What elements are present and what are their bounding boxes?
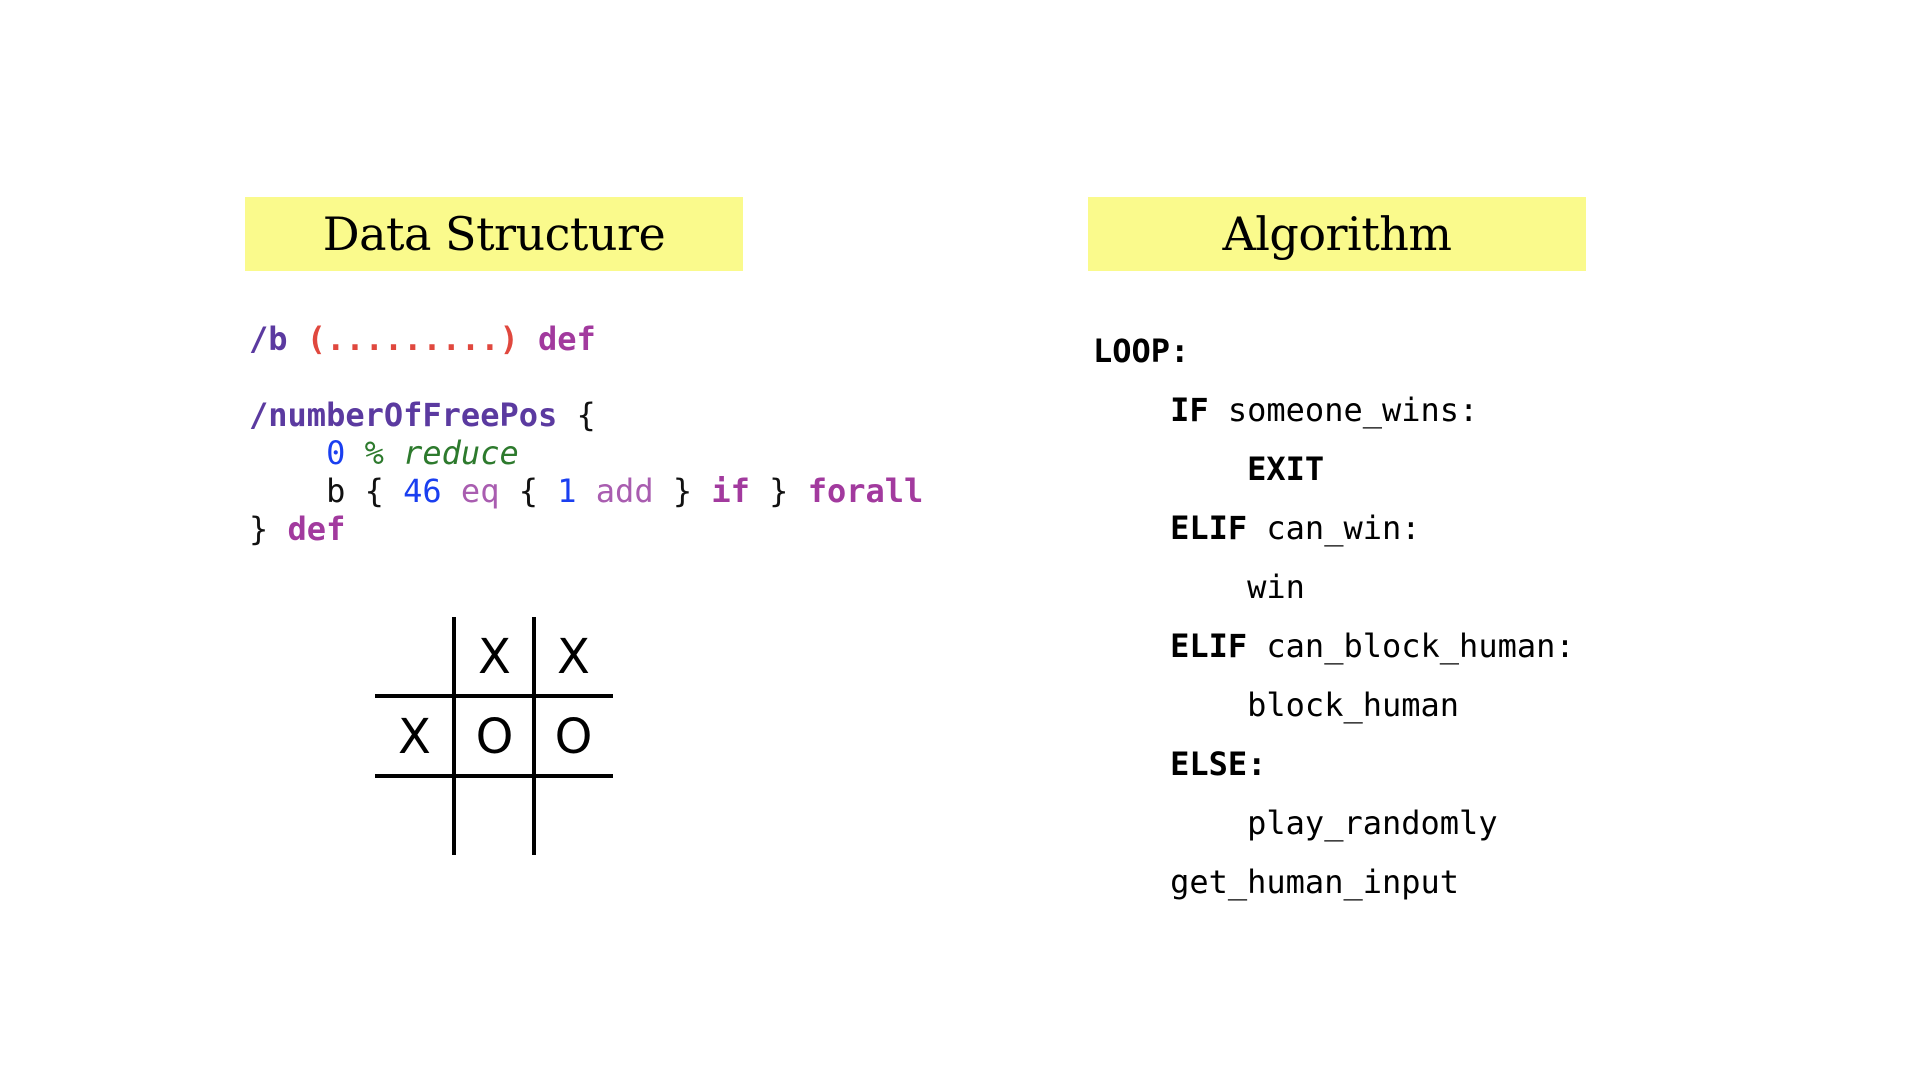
code-token: } (672, 472, 693, 510)
code-token: 0 (326, 434, 346, 472)
code-token: /numberOfFreePos (249, 396, 558, 434)
postscript-code-block: /b (.........) def/numberOfFreePos { 0 %… (249, 320, 923, 548)
code-indent (1093, 863, 1170, 901)
pseudocode-line: IF someone_wins: (1093, 381, 1575, 440)
code-line-4: b { 46 eq { 1 add } if } forall (249, 472, 923, 510)
code-token: if (711, 472, 750, 510)
code-indent (249, 434, 326, 472)
code-token: 46 (403, 472, 442, 510)
code-token: b (326, 472, 346, 510)
data-structure-heading: Data Structure (245, 197, 743, 271)
code-token: { (518, 472, 538, 510)
code-token: } (249, 510, 269, 548)
code-token: (.........) (306, 320, 519, 358)
algorithm-pseudocode: LOOP: IF someone_wins: EXIT ELIF can_win… (1093, 322, 1575, 912)
pseudocode-line: LOOP: (1093, 322, 1575, 381)
pseudocode-line: play_randomly (1093, 794, 1575, 853)
code-token: /b (249, 320, 288, 358)
code-keyword: LOOP: (1093, 332, 1190, 370)
code-indent (1093, 804, 1247, 842)
code-keyword: EXIT (1247, 450, 1325, 488)
code-text: win (1247, 568, 1305, 606)
pseudocode-line: ELSE: (1093, 735, 1575, 794)
board-cell (534, 776, 613, 855)
tic-tac-toe-board: X X X O O (375, 617, 613, 855)
code-token: { (576, 396, 596, 434)
board-cell: X (478, 628, 511, 685)
code-indent (1093, 745, 1170, 783)
code-indent (1093, 509, 1170, 547)
pseudocode-line: get_human_input (1093, 853, 1575, 912)
code-keyword: ELIF (1170, 627, 1248, 665)
board-cell: O (475, 708, 514, 765)
code-keyword: ELSE: (1170, 745, 1267, 783)
code-indent (1093, 450, 1247, 488)
code-keyword: IF (1170, 391, 1209, 429)
board-cell (375, 776, 454, 855)
grid-line (375, 774, 613, 778)
board-cell: X (398, 708, 431, 765)
pseudocode-line: win (1093, 558, 1575, 617)
code-text: play_randomly (1247, 804, 1498, 842)
code-line-5: } def (249, 510, 923, 548)
board-cell (375, 617, 454, 696)
code-indent (1093, 391, 1170, 429)
code-token: 1 (557, 472, 577, 510)
pseudocode-line: ELIF can_win: (1093, 499, 1575, 558)
code-text: can_block_human: (1247, 627, 1575, 665)
code-token: eq (460, 472, 500, 510)
code-indent (1093, 627, 1170, 665)
grid-line (375, 694, 613, 698)
code-token: def (287, 510, 346, 548)
code-token: add (595, 472, 654, 510)
code-token: { (364, 472, 384, 510)
code-token: def (537, 320, 596, 358)
code-token: forall (807, 472, 924, 510)
code-keyword: ELIF (1170, 509, 1248, 547)
pseudocode-line: EXIT (1093, 440, 1575, 499)
code-indent (249, 472, 326, 510)
pseudocode-line: block_human (1093, 676, 1575, 735)
code-text: can_win: (1247, 509, 1421, 547)
grid-line (532, 617, 536, 855)
code-comment: % reduce (364, 434, 519, 472)
board-cell: O (554, 708, 593, 765)
board-cell (455, 776, 534, 855)
code-indent (1093, 686, 1247, 724)
code-text: block_human (1247, 686, 1460, 724)
code-line-2: /numberOfFreePos { (249, 396, 923, 434)
algorithm-heading: Algorithm (1088, 197, 1586, 271)
code-indent (1093, 568, 1247, 606)
board-cell: X (557, 628, 590, 685)
code-text: get_human_input (1170, 863, 1460, 901)
pseudocode-line: ELIF can_block_human: (1093, 617, 1575, 676)
code-blank-line (249, 358, 923, 396)
code-token: } (769, 472, 789, 510)
code-line-1: /b (.........) def (249, 320, 923, 358)
grid-line (452, 617, 456, 855)
code-line-3: 0 % reduce (249, 434, 923, 472)
code-text: someone_wins: (1208, 391, 1479, 429)
